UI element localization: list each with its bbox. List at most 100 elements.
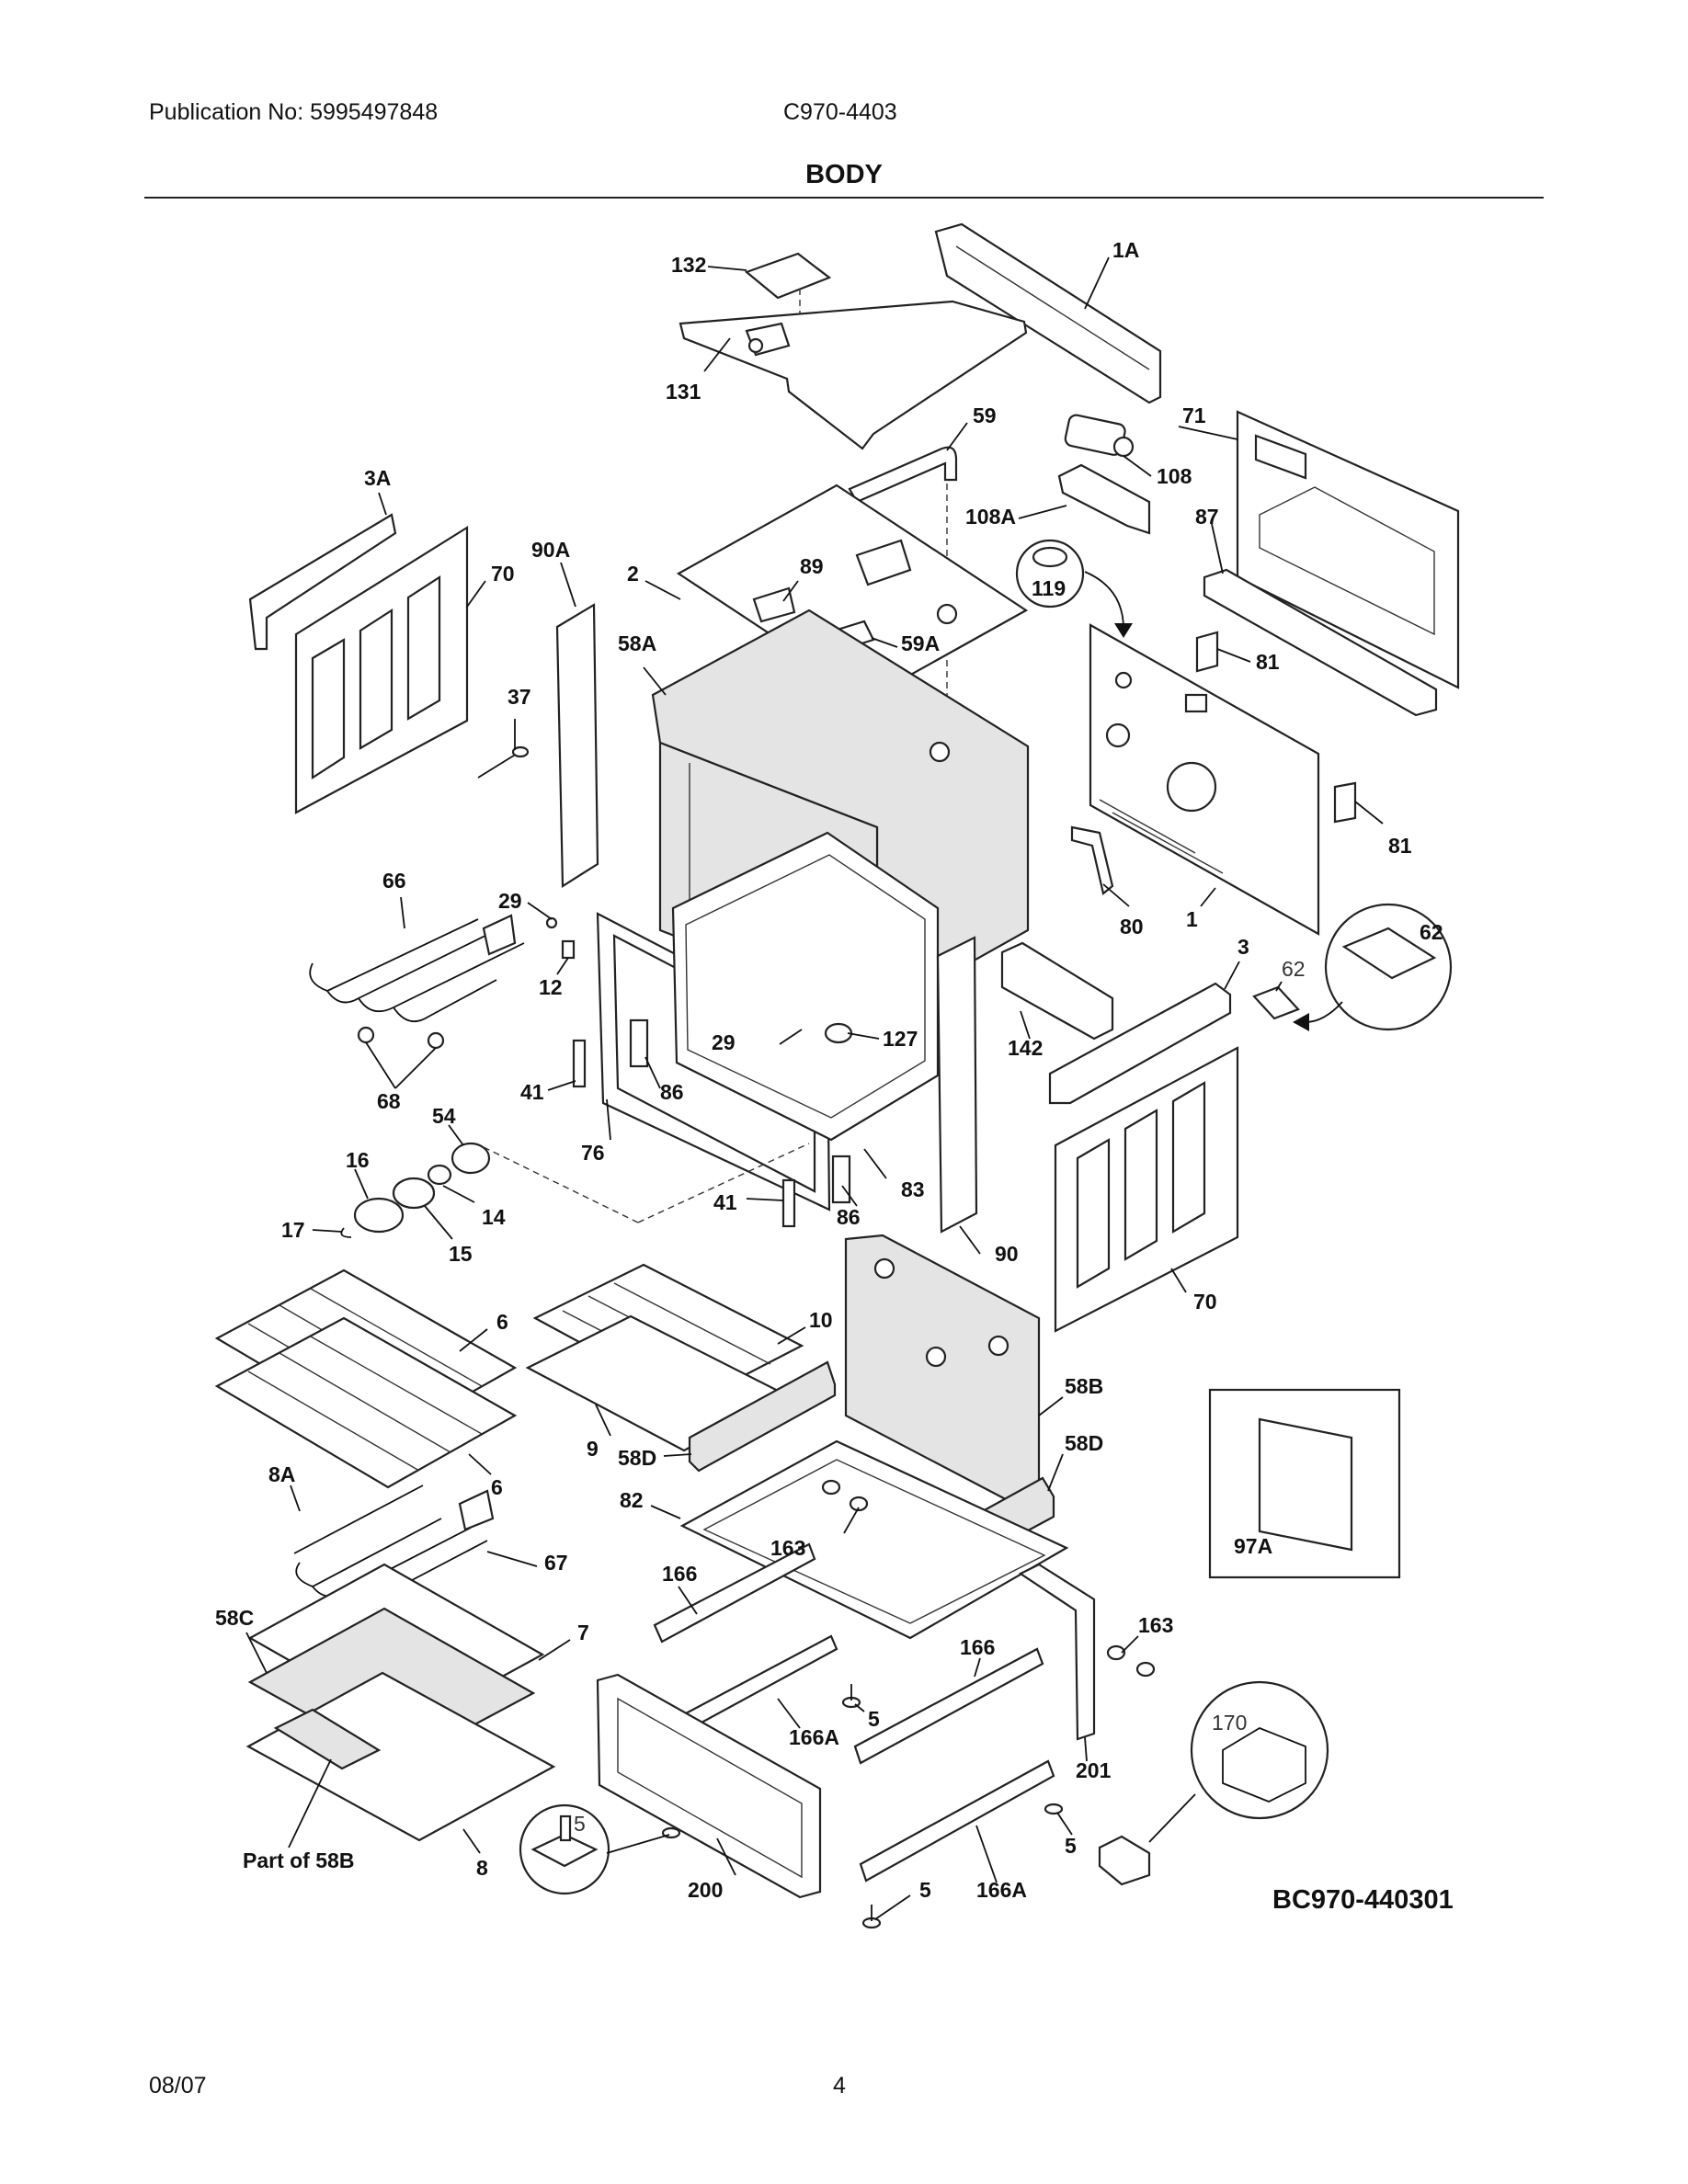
part-97A-control-board-box (1208, 1388, 1401, 1579)
part-170-detail-circle (1190, 1680, 1329, 1820)
label-58B: 58B (1065, 1374, 1103, 1398)
part-163-leveler-nut-left (821, 1479, 869, 1512)
label-201: 201 (1076, 1758, 1112, 1782)
label-76: 76 (581, 1141, 605, 1165)
label-8A: 8A (268, 1462, 295, 1486)
label-200: 200 (688, 1878, 723, 1902)
part-166-drawer-slide-right (853, 1647, 1044, 1765)
part-163-leveler-nut-right (1106, 1644, 1156, 1678)
part-62-terminal-block (1252, 985, 1300, 1020)
label-80: 80 (1120, 915, 1144, 938)
label-10: 10 (809, 1308, 833, 1332)
label-29-lower: 29 (712, 1030, 736, 1054)
part-119-detail-circle (1015, 539, 1133, 638)
label-62-plain: 62 (1282, 957, 1306, 981)
part-82-base-frame (679, 1439, 1069, 1640)
label-166-left: 166 (662, 1562, 697, 1586)
part-16-light-cover (353, 1197, 405, 1234)
label-68: 68 (377, 1089, 401, 1113)
label-5-d: 5 (919, 1878, 931, 1902)
label-3: 3 (1237, 935, 1249, 959)
part-5-leveling-leg-a (841, 1684, 861, 1709)
diagram-code: BC970-440301 (1272, 1885, 1454, 1915)
part-1A-bracket (934, 222, 1162, 404)
label-59: 59 (973, 404, 997, 427)
label-58C: 58C (215, 1606, 254, 1630)
part-200-drawer-frame (596, 1673, 822, 1899)
part-37-sensor (477, 745, 530, 779)
part-5-leg-detail-circle (519, 1803, 610, 1895)
label-90: 90 (995, 1242, 1019, 1266)
part-131-top-cover (679, 300, 1028, 450)
part-71-rear-panel (1236, 410, 1460, 689)
label-5-a: 5 (868, 1707, 880, 1731)
label-5-c: 5 (574, 1812, 586, 1836)
label-37: 37 (508, 685, 531, 709)
label-5-b: 5 (1065, 1834, 1077, 1858)
label-163-left: 163 (770, 1536, 805, 1560)
label-14: 14 (482, 1205, 506, 1229)
label-15: 15 (449, 1242, 473, 1266)
label-70-left: 70 (491, 562, 515, 586)
label-90A: 90A (531, 538, 570, 562)
label-29-upper: 29 (498, 889, 522, 913)
label-6-upper: 6 (496, 1310, 508, 1334)
part-6-oven-rack-lower (214, 1316, 518, 1489)
label-1A: 1A (1112, 238, 1139, 262)
label-8: 8 (476, 1856, 488, 1880)
label-108A: 108A (965, 505, 1016, 529)
label-59A: 59A (901, 631, 940, 655)
part-29-screw (545, 916, 558, 929)
label-108: 108 (1157, 464, 1192, 488)
label-16: 16 (346, 1148, 370, 1172)
part-108A-bracket (1057, 463, 1151, 535)
part-170-bracket (1098, 1793, 1196, 1886)
part-87-strip (1203, 568, 1438, 717)
part-1-rear-wall (1089, 623, 1320, 936)
publication-number: Publication No: 5995497848 (149, 99, 439, 125)
part-90A-channel (555, 603, 599, 888)
label-7: 7 (577, 1621, 589, 1644)
label-142: 142 (1008, 1036, 1043, 1060)
part-108-motor (1064, 414, 1135, 458)
part-54-light-socket (451, 1142, 491, 1175)
label-58D-right: 58D (1065, 1431, 1103, 1455)
label-97A: 97A (1234, 1534, 1272, 1558)
part-166A-slide-rail-lower (859, 1759, 1055, 1883)
label-81-lower: 81 (1388, 834, 1412, 858)
part-66-broil-element (309, 914, 525, 1023)
footer-date: 08/07 (149, 2073, 207, 2099)
part-3-strip (1048, 982, 1232, 1105)
part-17-wire-clip (340, 1227, 352, 1238)
label-part-of-58B: Part of 58B (243, 1848, 354, 1872)
label-58D-left: 58D (618, 1446, 656, 1470)
part-80-bracket (1070, 825, 1114, 895)
label-132: 132 (671, 253, 706, 277)
part-62-detail-circle (1293, 903, 1453, 1031)
label-6-lower: 6 (491, 1475, 503, 1499)
part-3A-bracket (248, 513, 397, 651)
part-70-side-panel-left (294, 526, 469, 814)
part-8-bottom-panel (245, 1671, 556, 1842)
footer-page-number: 4 (833, 2073, 846, 2099)
part-5-leveling-leg-b (1044, 1803, 1064, 1815)
label-58A: 58A (618, 631, 656, 655)
part-166-drawer-slide-left (653, 1542, 816, 1644)
part-81-clip-lower (1333, 781, 1357, 824)
label-9: 9 (587, 1437, 599, 1461)
label-82: 82 (620, 1488, 644, 1512)
label-81-upper: 81 (1256, 650, 1280, 674)
label-67: 67 (544, 1551, 568, 1575)
model-number: C970-4403 (783, 99, 897, 125)
part-5-leveling-leg-d (861, 1905, 882, 1929)
label-83: 83 (901, 1177, 925, 1201)
label-170: 170 (1212, 1711, 1247, 1735)
label-87: 87 (1195, 505, 1219, 529)
part-70-side-panel-right (1054, 1046, 1239, 1333)
label-54: 54 (432, 1104, 456, 1128)
part-41-hinge-upper (572, 1039, 587, 1088)
label-89: 89 (800, 554, 824, 578)
label-41-upper: 41 (520, 1080, 544, 1104)
label-86-lower: 86 (837, 1205, 861, 1229)
